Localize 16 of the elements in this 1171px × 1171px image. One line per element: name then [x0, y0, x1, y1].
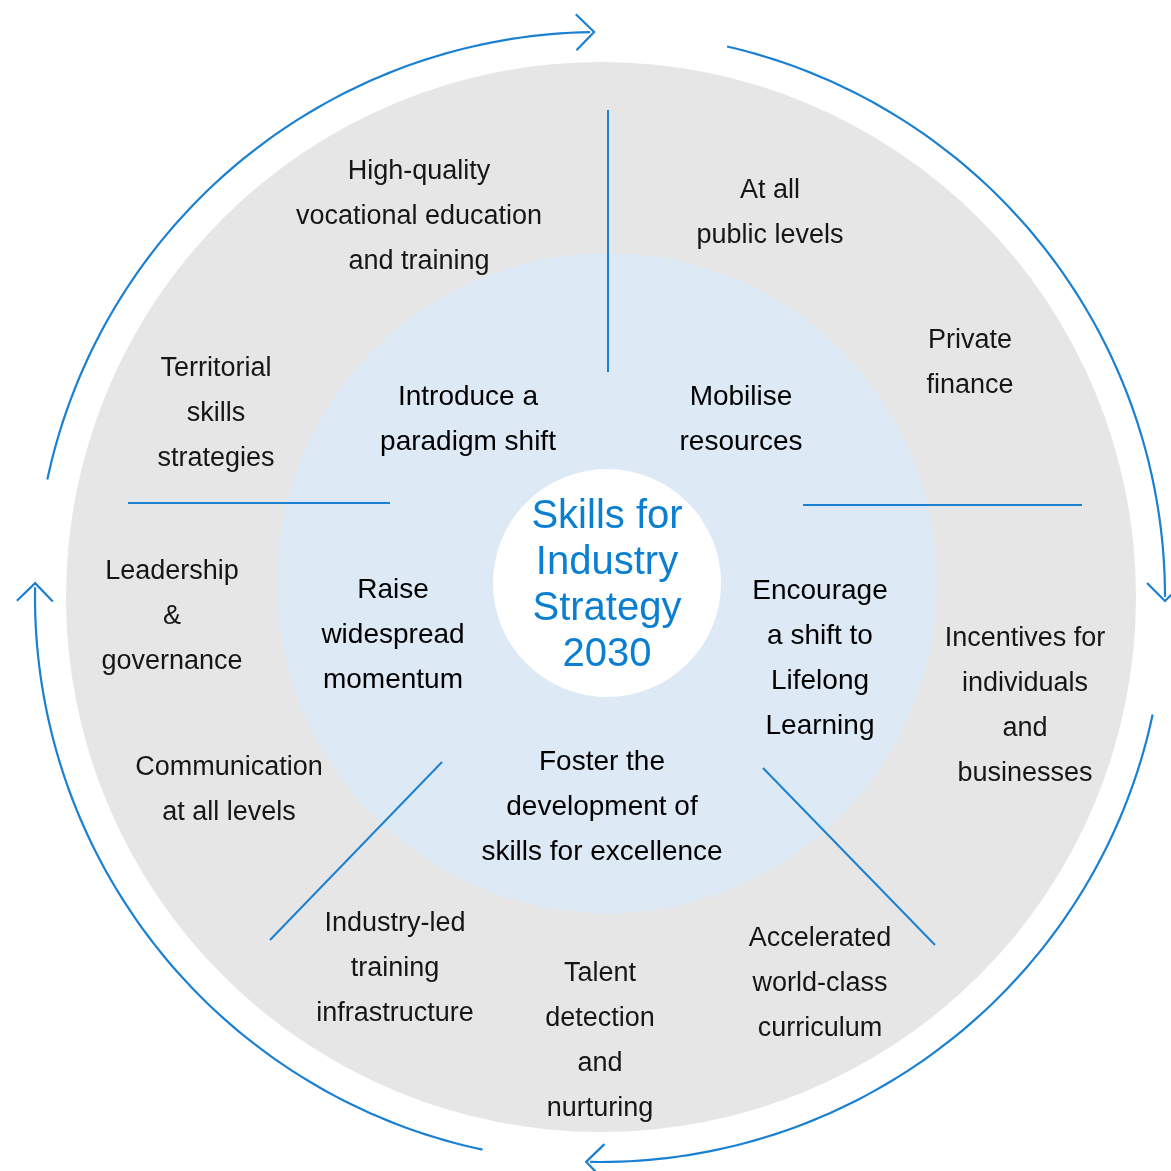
- ring-text: Private finance: [926, 323, 1014, 401]
- pillar-text: Raise widespread momentum: [321, 571, 465, 696]
- ring-text: Leadership & governance: [101, 553, 243, 677]
- ring-text: At all public levels: [696, 173, 844, 251]
- ring-text: Communication at all levels: [135, 750, 323, 828]
- ring-text: High-quality vocational education and training: [295, 153, 543, 277]
- ring-text: Incentives for individuals and businesses: [944, 621, 1106, 789]
- pillar-text: Mobilise resources: [679, 379, 803, 458]
- pillar-text: Encourage a shift to Lifelong Learning: [752, 573, 888, 742]
- ring-text: Talent detection and nurturing: [545, 956, 655, 1124]
- ring-text: Accelerated world-class curriculum: [748, 920, 892, 1044]
- pillar-text: Introduce a paradigm shift: [380, 379, 556, 458]
- pillar-text: Foster the development of skills for excellence: [481, 743, 723, 868]
- ring-text: Industry-led training infrastructure: [316, 905, 474, 1029]
- ring-text: Territorial skills strategies: [157, 350, 275, 474]
- strategy-title: Skills for Industry Strategy 2030: [531, 491, 683, 675]
